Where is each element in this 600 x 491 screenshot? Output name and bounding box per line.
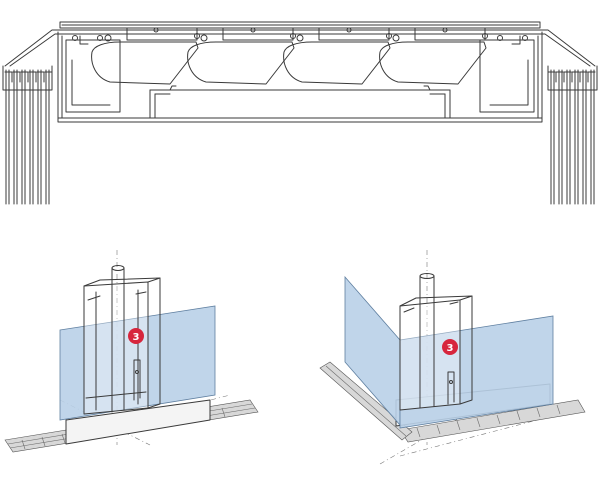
corner-installation-detail: 3 bbox=[319, 250, 586, 465]
louvre-blade-4 bbox=[379, 27, 488, 85]
callout-badge-3-corner: 3 bbox=[442, 339, 458, 355]
right-panel-stack bbox=[547, 65, 598, 205]
louvre-blade-3 bbox=[283, 27, 392, 85]
profile-cross-section bbox=[2, 21, 598, 205]
svg-text:3: 3 bbox=[133, 332, 140, 343]
svg-text:3: 3 bbox=[447, 343, 454, 354]
left-panel-stack bbox=[2, 65, 53, 205]
louvre-blade-1 bbox=[91, 27, 200, 85]
louvre-blade-2 bbox=[187, 27, 296, 85]
straight-installation-detail: 3 bbox=[4, 250, 259, 453]
callout-badge-3: 3 bbox=[128, 328, 144, 344]
